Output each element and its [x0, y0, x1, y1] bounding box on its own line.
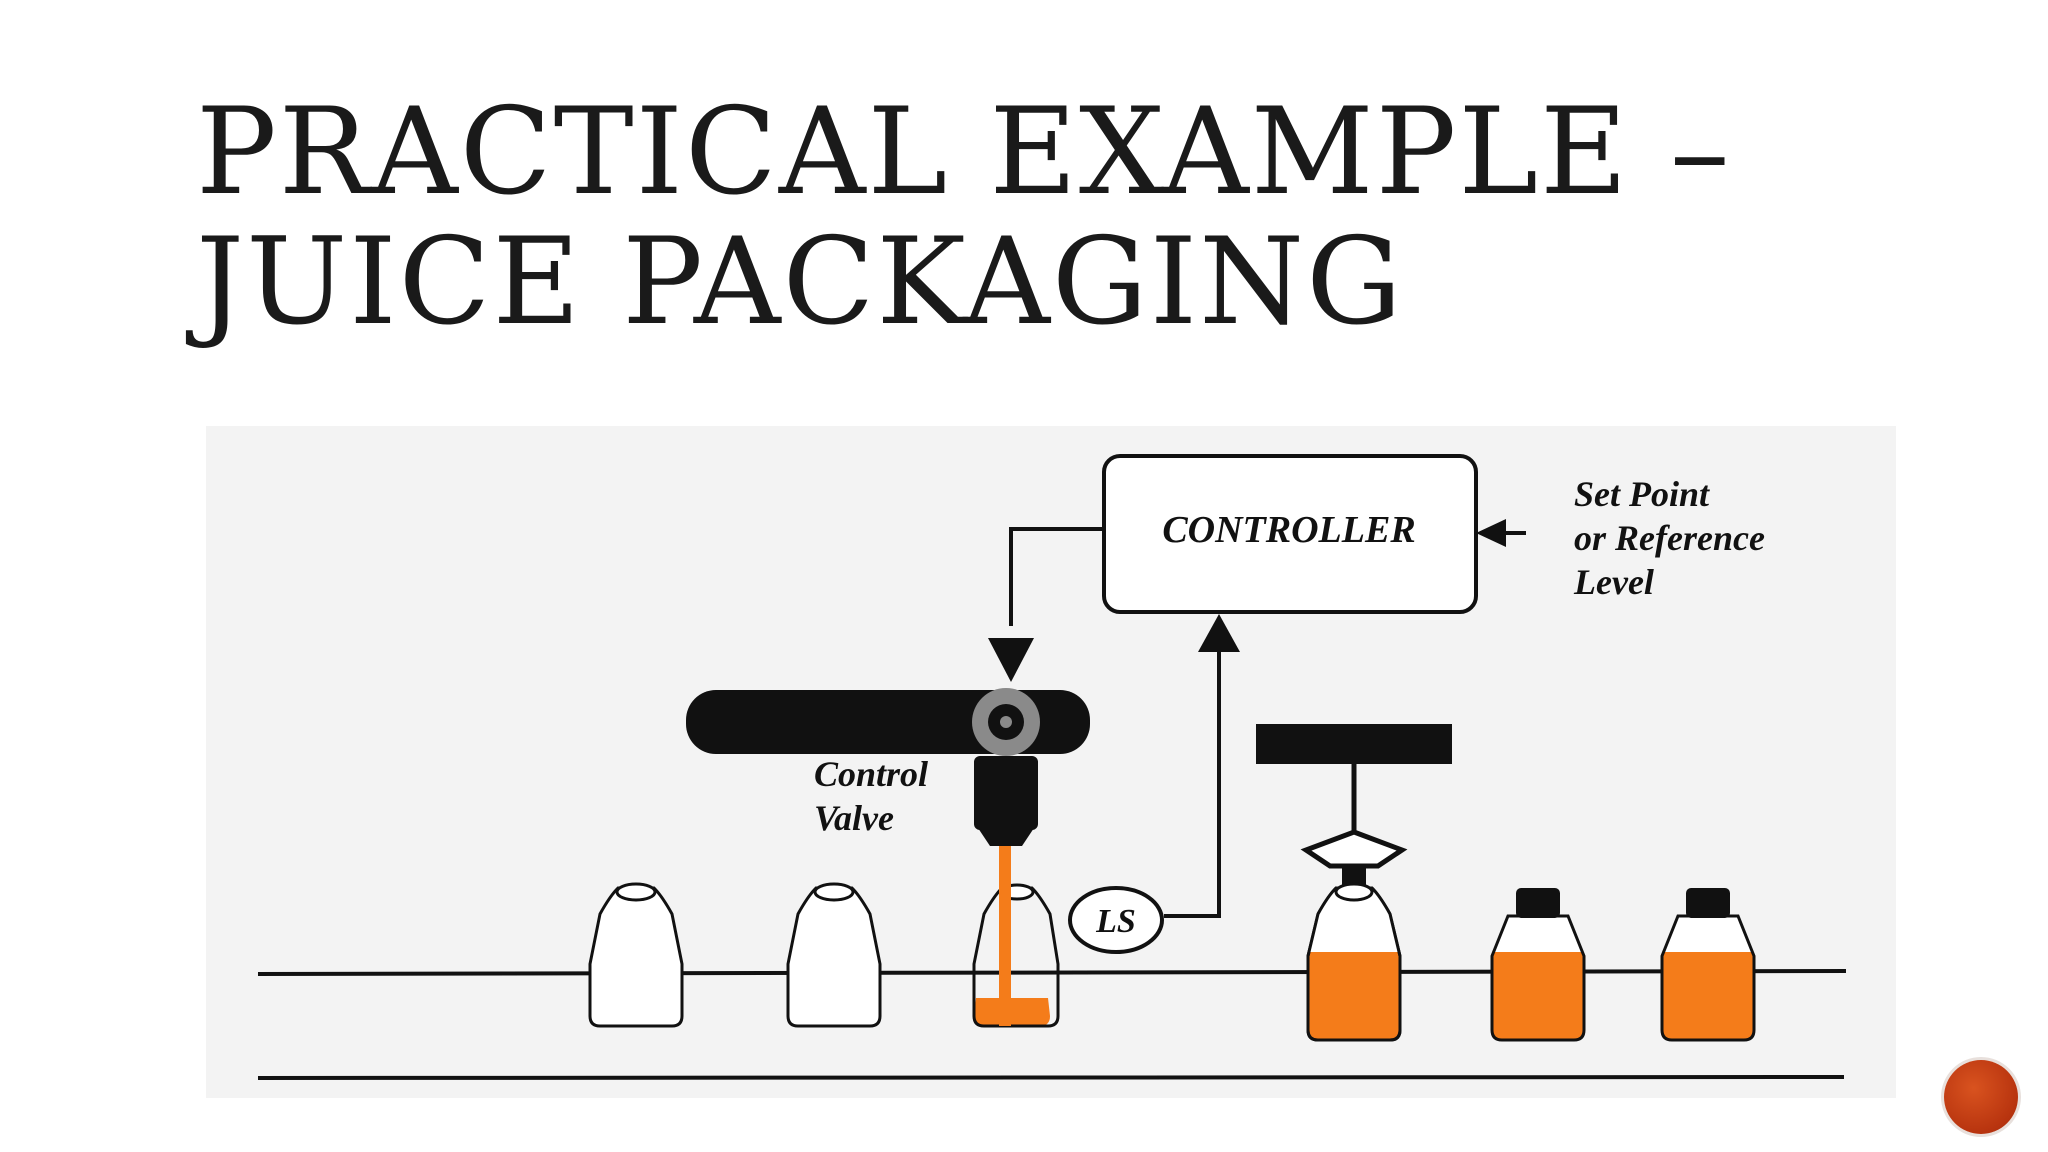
- filling-bottle: [972, 866, 1060, 1028]
- diagram-svg: CONTROLLER Set Point or Reference Level: [257, 454, 1847, 1080]
- next-slide-button[interactable]: [1944, 1060, 2018, 1134]
- control-valve-nozzle: [974, 822, 1038, 846]
- capped-bottle-2: [1660, 888, 1756, 1042]
- controller-to-valve-line: [1009, 527, 1104, 626]
- capped-bottle-1: [1490, 888, 1586, 1042]
- level-sensor-circle: [1068, 886, 1164, 954]
- conveyor-top-line: [257, 969, 1847, 976]
- valve-actuator-hole: [1000, 716, 1012, 728]
- capper-chuck: [1300, 829, 1408, 869]
- control-valve-label: Control Valve: [814, 754, 937, 838]
- valve-label-line-1: Control: [814, 754, 928, 794]
- controller-box: [1102, 454, 1478, 614]
- control-valve-body: [974, 756, 1038, 830]
- level-sensor-label: LS: [1095, 903, 1136, 940]
- capper-head: [1256, 724, 1452, 764]
- controller-input-arrowhead: [1198, 614, 1240, 652]
- controller-label: CONTROLLER: [1162, 509, 1415, 551]
- setpoint-line-3: Level: [1573, 562, 1654, 602]
- title-line-2: JUICE PACKAGING: [196, 213, 1404, 352]
- valve-label-line-2: Valve: [814, 798, 894, 838]
- empty-bottle-2: [786, 882, 882, 1028]
- filled-bottle-1: [1306, 882, 1402, 1042]
- valve-arrowhead: [988, 638, 1034, 682]
- sensor-to-controller-line: [1164, 651, 1221, 918]
- conveyor-bottom-line: [257, 1075, 1845, 1080]
- setpoint-line-2: or Reference: [1574, 518, 1765, 558]
- setpoint-label: Set Point or Reference Level: [1573, 474, 1774, 602]
- empty-bottle-1: [588, 882, 684, 1028]
- setpoint-line-1: Set Point: [1574, 474, 1710, 514]
- title-line-1: PRACTICAL EXAMPLE –: [196, 83, 1732, 222]
- slide-title: PRACTICAL EXAMPLE – JUICE PACKAGING: [196, 88, 1732, 348]
- juice-packaging-diagram: CONTROLLER Set Point or Reference Level: [206, 426, 1896, 1098]
- setpoint-arrowhead: [1476, 519, 1506, 547]
